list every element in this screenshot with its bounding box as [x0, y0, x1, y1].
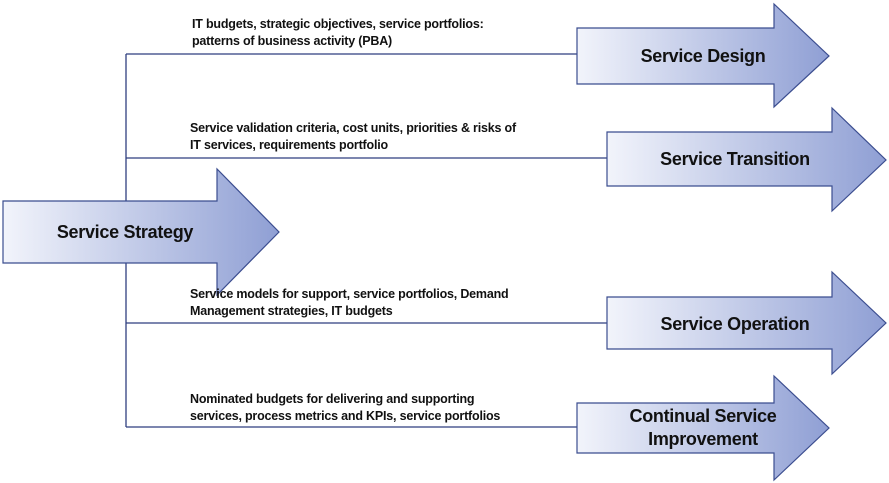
service-transition-arrow	[606, 106, 887, 213]
flow-label-service-design: IT budgets, strategic objectives, servic…	[192, 17, 484, 48]
service-strategy-label: Service Strategy	[56, 222, 194, 242]
service-strategy-arrow	[2, 167, 280, 297]
flow-label-continual-service-improvement: Nominated budgets for delivering and sup…	[190, 392, 501, 423]
service-operation-label: Service Operation	[660, 314, 810, 334]
service-transition-label: Service Transition	[660, 149, 810, 169]
flow-label-service-transition: Service validation criteria, cost units,…	[190, 121, 516, 152]
continual-service-improvement-arrow	[576, 374, 830, 482]
service-operation-arrow	[606, 270, 887, 376]
service-design-arrow	[576, 2, 830, 109]
flow-label-service-operation: Service models for support, service port…	[190, 287, 509, 318]
connector-lines	[125, 53, 607, 428]
service-design-label: Service Design	[640, 46, 766, 66]
continual-service-improvement-label: Continual Service Improvement	[629, 406, 777, 449]
